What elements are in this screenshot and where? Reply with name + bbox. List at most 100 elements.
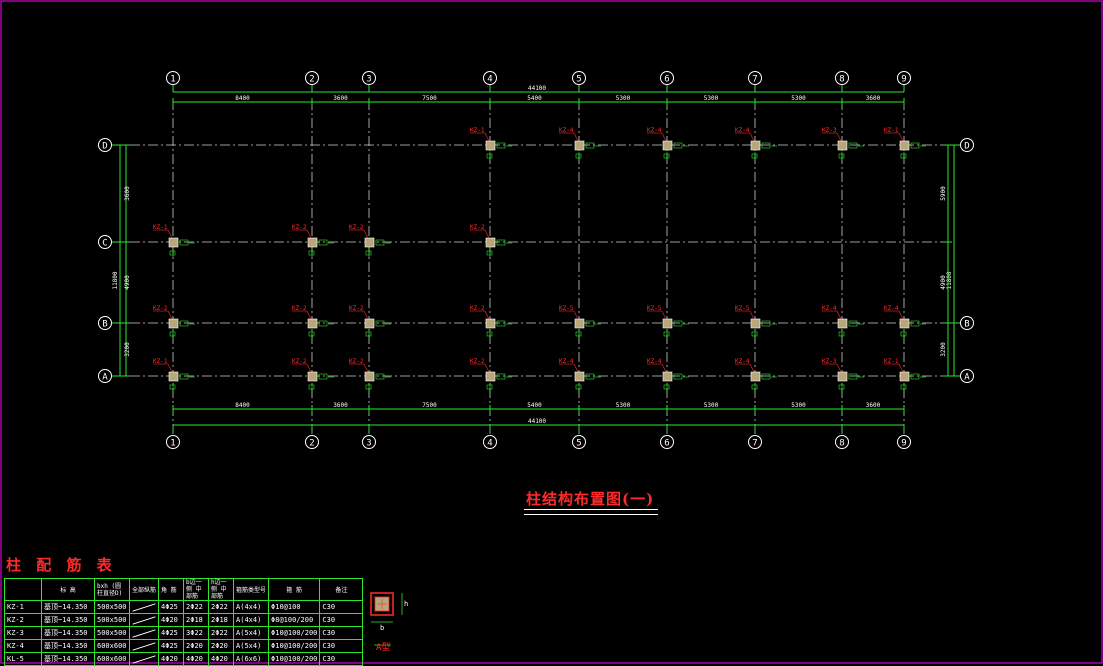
column-label-leader [484, 363, 490, 373]
dimension-text-span: 4900 [940, 275, 947, 290]
column-square [485, 318, 496, 329]
dimension-text-span: 4900 [124, 275, 131, 290]
dimension-text-span: 3600 [333, 95, 348, 102]
column-annotation [375, 320, 385, 327]
column-label-leader [749, 132, 755, 142]
table-cell: 2Φ20 [208, 639, 235, 653]
column-annotation [308, 331, 315, 337]
column-annotation [496, 239, 506, 246]
table-header-cell: bxh (圆柱直径D) [94, 578, 130, 601]
column-annotation [169, 331, 176, 337]
column-annotation [169, 384, 176, 390]
column-annotation [365, 384, 372, 390]
dimension-text-overall: 44100 [528, 85, 546, 92]
table-cell: C30 [319, 600, 364, 614]
column-label-leader [306, 310, 312, 320]
column-annotation [179, 373, 189, 380]
table-cell: KZ-2 [4, 613, 42, 627]
table-cell: 基顶~14.350 [41, 626, 95, 640]
table-row: KZ-3 基顶~14.350 500x500 4Φ25 3Φ22 2Φ22 A(… [4, 626, 364, 640]
column-annotation [838, 153, 845, 159]
column-annotation [751, 331, 758, 337]
column-annotation [663, 331, 670, 337]
column-annotation [375, 373, 385, 380]
column-label: KZ-2 [349, 358, 364, 365]
grid-bubble [362, 71, 376, 85]
grid-bubble-label: A [964, 373, 970, 383]
column-square [899, 140, 910, 151]
grid-bubble-label: 3 [366, 439, 371, 449]
table-header-cell: 箍筋类型号 [233, 578, 270, 601]
dimension-text-span: 3600 [333, 402, 348, 409]
column-label-leader [484, 132, 490, 142]
dimension-text-span: 3200 [940, 342, 947, 357]
dimension-text-span: 5300 [704, 402, 719, 409]
grid-bubble [166, 435, 180, 449]
table-header-cell [4, 578, 42, 601]
column-annotation [308, 384, 315, 390]
column-label-leader [573, 363, 579, 373]
grid-bubble [572, 71, 586, 85]
column-annotation [365, 250, 372, 256]
column-annotation [375, 239, 385, 246]
table-cell: 4Φ20 [158, 613, 185, 627]
column-square [662, 140, 673, 151]
dimension-text-span: 5400 [527, 402, 542, 409]
grid-bubble-label: 9 [901, 75, 906, 85]
dimension-text-span: 3600 [124, 186, 131, 201]
column-annotation [761, 320, 771, 327]
grid-bubble [835, 71, 849, 85]
table-cell: 2Φ22 [183, 600, 210, 614]
column-square [485, 371, 496, 382]
column-label: KZ-5 [647, 305, 662, 312]
column-label-leader [661, 363, 667, 373]
column-label: KZ-1 [153, 358, 168, 365]
column-annotation [838, 331, 845, 337]
column-square [364, 371, 375, 382]
column-label-leader [898, 363, 904, 373]
grid-bubble [98, 235, 112, 249]
column-label: KZ-4 [647, 127, 662, 134]
dimension-text-span: 5300 [704, 95, 719, 102]
column-label-leader [363, 229, 369, 239]
grid-bubble [748, 71, 762, 85]
rebar-table: 标 高 bxh (圆柱直径D) 全部纵筋 角 筋 b边一侧 中部筋 h边一侧 中… [4, 578, 364, 666]
dimension-text-span: 5300 [616, 402, 631, 409]
column-square [662, 371, 673, 382]
grid-bubble [660, 435, 674, 449]
column-annotation [486, 153, 493, 159]
column-annotation [496, 320, 506, 327]
grid-bubble-label: 7 [752, 75, 757, 85]
section-type-label: A型 [376, 643, 391, 653]
table-cell: KZ-1 [4, 600, 42, 614]
grid-bubble [572, 435, 586, 449]
column-square [899, 318, 910, 329]
column-label: KZ-2 [470, 224, 485, 231]
table-header-cell: 标 高 [41, 578, 95, 601]
dimension-text-span: 5900 [940, 186, 947, 201]
column-label-leader [306, 229, 312, 239]
column-label: KZ-1 [884, 127, 899, 134]
column-annotation [663, 384, 670, 390]
column-annotation [900, 153, 907, 159]
column-annotation [751, 384, 758, 390]
dimension-text-overall: 44100 [528, 418, 546, 425]
grid-bubble-label: 2 [309, 75, 314, 85]
table-cell-empty [128, 639, 160, 653]
grid-bubble [660, 71, 674, 85]
column-annotation [848, 320, 858, 327]
dimension-text-span: 5300 [791, 402, 806, 409]
grid-bubble-label: 7 [752, 439, 757, 449]
column-square [837, 140, 848, 151]
column-square [168, 371, 179, 382]
column-annotation [318, 320, 328, 327]
table-cell: Φ8@100/200 [268, 613, 321, 627]
column-annotation [179, 320, 189, 327]
column-square [837, 318, 848, 329]
column-label: KZ-2 [153, 305, 168, 312]
table-cell: KZ-3 [4, 626, 42, 640]
plan-title-underline [524, 509, 658, 515]
grid-bubble-label: 4 [487, 75, 492, 85]
column-label: KZ-2 [349, 305, 364, 312]
